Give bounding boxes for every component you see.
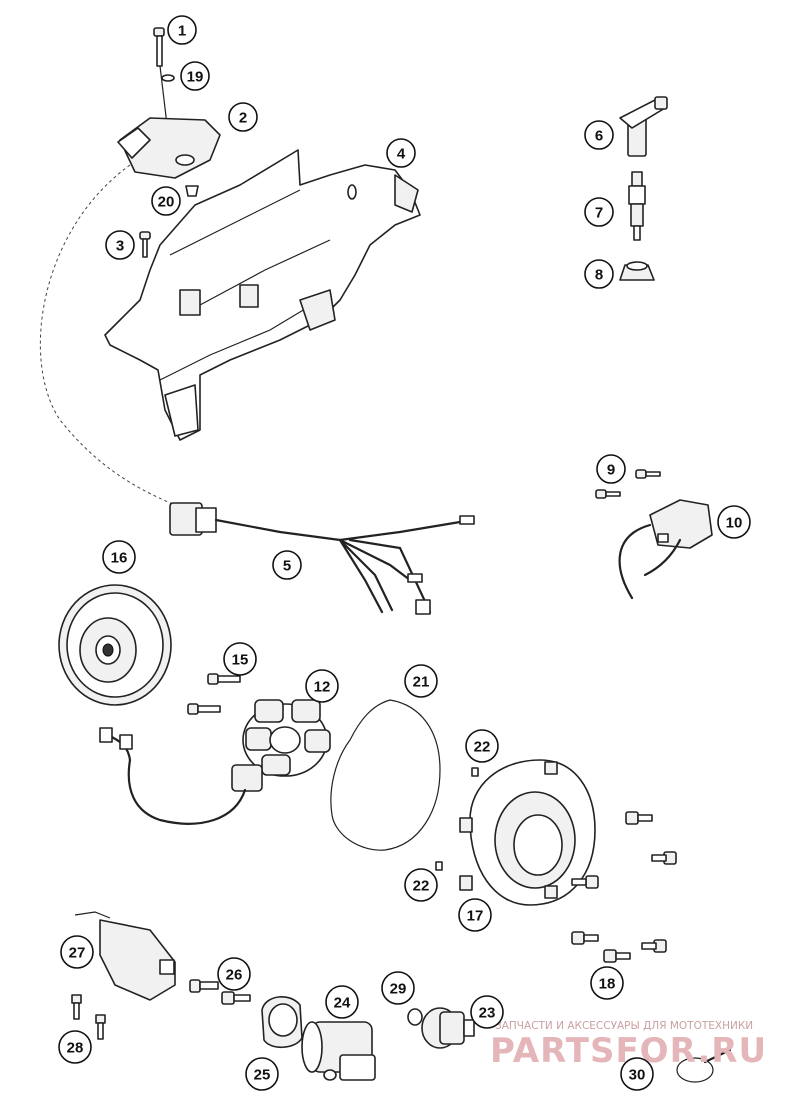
- part-22-pin-top: [471, 767, 479, 777]
- callout-6-label: 6: [595, 128, 603, 145]
- part-25-clamp: [261, 996, 303, 1049]
- callout-22-bottom-label: 22: [413, 878, 430, 895]
- part-27-bracket: [74, 911, 176, 1001]
- part-22-pin-bottom: [435, 861, 443, 871]
- part-7-spark-plug: [628, 171, 646, 241]
- callout-4: 4: [386, 138, 416, 168]
- callout-25-label: 25: [254, 1067, 271, 1084]
- callout-18-label: 18: [599, 976, 616, 993]
- part-6-spark-plug-cap: [619, 96, 668, 157]
- callout-24-label: 24: [334, 995, 351, 1012]
- part-12-stator: [99, 699, 331, 825]
- callout-20-label: 20: [158, 194, 175, 211]
- part-2-control-unit: [117, 117, 221, 179]
- callout-5: 5: [272, 550, 302, 580]
- callout-15: 15: [223, 642, 257, 676]
- part-9-screws: [595, 469, 661, 499]
- callout-27-label: 27: [69, 945, 86, 962]
- callout-6: 6: [584, 120, 614, 150]
- callout-1-label: 1: [178, 23, 186, 40]
- part-3-screw: [139, 231, 151, 258]
- callout-3: 3: [105, 230, 135, 260]
- part-30-cable-tie: [676, 1048, 732, 1083]
- callout-26: 26: [217, 957, 251, 991]
- callout-27: 27: [60, 935, 94, 969]
- part-17-ignition-cover: [459, 759, 596, 906]
- part-10-ignition-coil: [618, 499, 713, 600]
- callout-10-label: 10: [726, 515, 743, 532]
- callout-9-label: 9: [607, 462, 615, 479]
- callout-1: 1: [167, 15, 197, 45]
- part-16-flywheel: [58, 584, 172, 706]
- callout-29: 29: [381, 971, 415, 1005]
- callout-23-label: 23: [479, 1005, 496, 1022]
- part-18-bolts: [571, 811, 677, 963]
- callout-21-label: 21: [413, 674, 430, 691]
- callout-24: 24: [325, 985, 359, 1019]
- callout-8: 8: [584, 259, 614, 289]
- callout-17-label: 17: [467, 908, 484, 925]
- callout-30-label: 30: [629, 1067, 646, 1084]
- callout-7: 7: [584, 197, 614, 227]
- callout-29-label: 29: [390, 981, 407, 998]
- callout-12: 12: [305, 669, 339, 703]
- part-21-gasket: [330, 699, 441, 851]
- callout-26-label: 26: [226, 967, 243, 984]
- callout-25: 25: [245, 1057, 279, 1091]
- part-24-starter-motor: [301, 1021, 376, 1081]
- callout-16: 16: [102, 540, 136, 574]
- callout-3-label: 3: [116, 238, 124, 255]
- part-8-rubber-cap: [619, 261, 655, 281]
- harness-guide-line: [39, 164, 176, 506]
- callout-2: 2: [228, 102, 258, 132]
- callout-2-label: 2: [239, 110, 247, 127]
- callout-18: 18: [590, 966, 624, 1000]
- callout-19-label: 19: [187, 69, 204, 86]
- callout-23: 23: [470, 995, 504, 1029]
- callout-30: 30: [620, 1057, 654, 1091]
- callout-12-label: 12: [314, 679, 331, 696]
- callout-28-label: 28: [67, 1040, 84, 1057]
- callout-22-top: 22: [465, 729, 499, 763]
- callout-21: 21: [404, 664, 438, 698]
- callout-20: 20: [151, 186, 181, 216]
- callout-28: 28: [58, 1030, 92, 1064]
- watermark-tagline: ЗАПЧАСТИ И АКСЕССУАРЫ ДЛЯ МОТОТЕХНИКИ: [495, 1020, 753, 1032]
- callout-15-label: 15: [232, 652, 249, 669]
- callout-8-label: 8: [595, 267, 603, 284]
- part-5-wiring-harness: [169, 502, 475, 615]
- part-23-starter-drive: [421, 1007, 475, 1049]
- callout-9: 9: [596, 454, 626, 484]
- part-20-bushing: [185, 185, 199, 197]
- callout-10: 10: [717, 505, 751, 539]
- callout-4-label: 4: [397, 146, 406, 163]
- part-4-airbox: [104, 149, 421, 441]
- part-29-o-ring: [407, 1008, 423, 1026]
- part-15-bolts: [187, 673, 241, 715]
- callout-16-label: 16: [111, 550, 128, 567]
- part-26-bolts: [189, 979, 251, 1005]
- callout-22-bottom: 22: [404, 868, 438, 902]
- part-19-washer: [161, 74, 175, 82]
- callout-19: 19: [180, 61, 210, 91]
- part-28-bolts: [71, 994, 106, 1040]
- callout-17: 17: [458, 898, 492, 932]
- callout-5-label: 5: [283, 558, 291, 575]
- callout-22-top-label: 22: [474, 739, 491, 756]
- callout-7-label: 7: [595, 205, 603, 222]
